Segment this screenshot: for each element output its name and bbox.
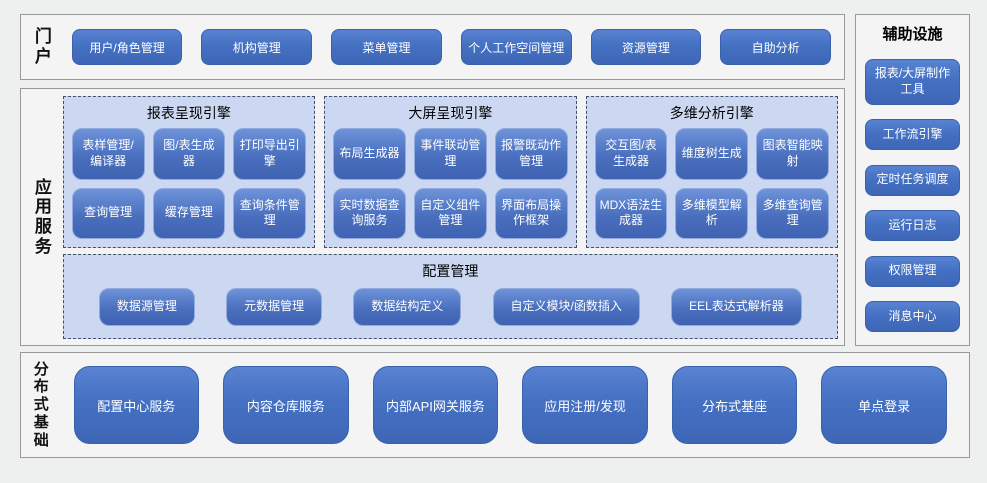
config-title: 配置管理 <box>422 263 479 279</box>
config-button-custom-module[interactable]: 自定义模块/函数插入 <box>492 288 640 326</box>
engine-button[interactable]: 打印导出引擎 <box>233 128 307 180</box>
portal-button-workspace[interactable]: 个人工作空间管理 <box>460 29 572 65</box>
foundation-panel: 分布式基础 配置中心服务 内容仓库服务 内部API网关服务 应用注册/发现 分布… <box>20 352 970 458</box>
engine-grid: 布局生成器 事件联动管理 报警既动作管理 实时数据查询服务 自定义组件管理 界面… <box>333 128 568 239</box>
auxiliary-title: 辅助设施 <box>882 26 943 43</box>
foundation-button-config-center[interactable]: 配置中心服务 <box>73 366 200 444</box>
engine-button[interactable]: 报警既动作管理 <box>494 128 568 180</box>
app-services-label: 应用服务 <box>34 177 52 256</box>
engine-title: 报表呈现引擎 <box>146 105 231 121</box>
foundation-button-sso[interactable]: 单点登录 <box>821 366 947 444</box>
engine-button[interactable]: 查询条件管理 <box>233 187 307 239</box>
engine-section-bigscreen: 大屏呈现引擎 布局生成器 事件联动管理 报警既动作管理 实时数据查询服务 自定义… <box>324 96 577 248</box>
config-button-metadata[interactable]: 元数据管理 <box>226 288 323 326</box>
foundation-button-distributed-base[interactable]: 分布式基座 <box>671 366 798 444</box>
config-button-datasource[interactable]: 数据源管理 <box>98 288 195 326</box>
config-section: 配置管理 数据源管理 元数据管理 数据结构定义 自定义模块/函数插入 EEL表达… <box>62 254 838 339</box>
engine-title: 多维分析引擎 <box>669 105 754 121</box>
engine-section-report: 报表呈现引擎 表样管理/编译器 图/表生成器 打印导出引擎 查询管理 缓存管理 … <box>62 96 316 248</box>
auxiliary-panel: 辅助设施 报表/大屏制作工具 工作流引擎 定时任务调度 运行日志 权限管理 消息… <box>855 14 970 346</box>
engine-button[interactable]: 维度树生成 <box>675 128 749 180</box>
auxiliary-button-scheduler[interactable]: 定时任务调度 <box>865 164 960 196</box>
portal-button-org[interactable]: 机构管理 <box>201 29 313 65</box>
config-button-datastruct[interactable]: 数据结构定义 <box>353 288 462 326</box>
app-services-content: 报表呈现引擎 表样管理/编译器 图/表生成器 打印导出引擎 查询管理 缓存管理 … <box>62 96 838 339</box>
auxiliary-button-workflow[interactable]: 工作流引擎 <box>865 119 960 150</box>
portal-button-menu[interactable]: 菜单管理 <box>331 29 442 65</box>
auxiliary-button-runlog[interactable]: 运行日志 <box>865 210 960 241</box>
engine-section-olap: 多维分析引擎 交互图/表生成器 维度树生成 图表智能映射 MDX语法生成器 多维… <box>585 96 838 248</box>
engine-button[interactable]: 多维查询管理 <box>756 187 829 239</box>
engine-button[interactable]: 布局生成器 <box>333 128 406 180</box>
engines-row: 报表呈现引擎 表样管理/编译器 图/表生成器 打印导出引擎 查询管理 缓存管理 … <box>62 96 838 248</box>
engine-button[interactable]: 事件联动管理 <box>413 128 487 180</box>
engine-button[interactable]: 查询管理 <box>71 187 145 239</box>
engine-button[interactable]: 实时数据查询服务 <box>333 187 406 239</box>
portal-button-selfservice[interactable]: 自助分析 <box>720 29 831 65</box>
engine-button[interactable]: 界面布局操作框架 <box>494 187 568 239</box>
engine-grid: 交互图/表生成器 维度树生成 图表智能映射 MDX语法生成器 多维模型解析 多维… <box>594 128 829 239</box>
portal-button-user-role[interactable]: 用户/角色管理 <box>71 29 183 65</box>
engine-button[interactable]: 表样管理/编译器 <box>71 128 145 180</box>
engine-button[interactable]: 缓存管理 <box>152 187 226 239</box>
foundation-button-content-repo[interactable]: 内容仓库服务 <box>223 366 349 444</box>
config-buttons-row: 数据源管理 元数据管理 数据结构定义 自定义模块/函数插入 EEL表达式解析器 <box>72 286 829 330</box>
portal-panel: 门户 用户/角色管理 机构管理 菜单管理 个人工作空间管理 资源管理 自助分析 <box>20 14 845 80</box>
auxiliary-button-message-center[interactable]: 消息中心 <box>865 301 960 332</box>
engine-button[interactable]: MDX语法生成器 <box>594 187 668 239</box>
engine-grid: 表样管理/编译器 图/表生成器 打印导出引擎 查询管理 缓存管理 查询条件管理 <box>71 128 307 239</box>
foundation-button-api-gateway[interactable]: 内部API网关服务 <box>372 366 499 444</box>
auxiliary-button-report-tool[interactable]: 报表/大屏制作工具 <box>865 58 960 105</box>
portal-button-resource[interactable]: 资源管理 <box>590 29 702 65</box>
app-services-panel: 应用服务 报表呈现引擎 表样管理/编译器 图/表生成器 打印导出引擎 查询管理 … <box>20 88 845 346</box>
foundation-label: 分布式基础 <box>33 360 49 449</box>
foundation-button-app-registry[interactable]: 应用注册/发现 <box>522 366 648 444</box>
config-button-eel-parser[interactable]: EEL表达式解析器 <box>671 288 802 326</box>
engine-title: 大屏呈现引擎 <box>408 105 493 121</box>
portal-label: 门户 <box>34 27 52 66</box>
engine-button[interactable]: 图表智能映射 <box>756 128 829 180</box>
engine-button[interactable]: 自定义组件管理 <box>413 187 487 239</box>
engine-button[interactable]: 交互图/表生成器 <box>594 128 668 180</box>
auxiliary-button-permission[interactable]: 权限管理 <box>865 255 960 287</box>
engine-button[interactable]: 图/表生成器 <box>152 128 226 180</box>
engine-button[interactable]: 多维模型解析 <box>675 187 749 239</box>
